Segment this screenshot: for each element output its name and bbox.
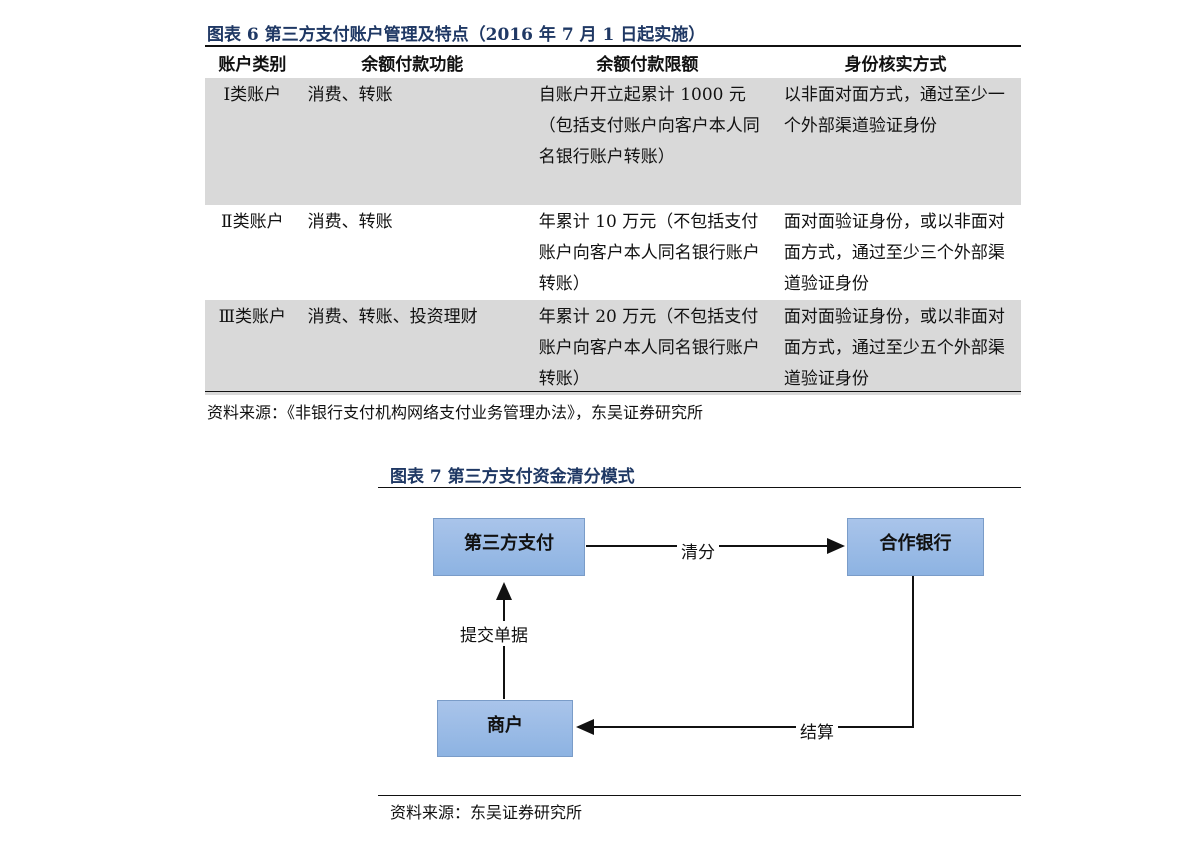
- divider: [205, 391, 1021, 392]
- cell: 消费、转账、投资理财: [299, 300, 525, 395]
- settlement-label: 结算: [796, 718, 838, 743]
- figure6-title: 图表 6 第三方支付账户管理及特点（2016 年 7 月 1 日起实施）: [207, 25, 706, 45]
- divider: [205, 45, 1021, 47]
- cell: 消费、转账: [307, 212, 393, 232]
- node-partner-bank: 合作银行: [847, 518, 984, 576]
- table-row: Ⅱ类账户 消费、转账 年累计 10 万元（不包括支付账户向客户本人同名银行账户转…: [205, 205, 1021, 300]
- cell: 年累计 20 万元（不包括支付账户向客户本人同名银行账户转账）: [524, 300, 770, 395]
- header-cell: 余额付款限额: [596, 55, 699, 75]
- account-table: 账户类别 余额付款功能 余额付款限额 身份核实方式 Ⅰ类账户 消费、转账 自账户…: [205, 47, 1021, 395]
- cell: Ⅰ类账户: [205, 78, 300, 205]
- node-merchant: 商户: [437, 700, 573, 757]
- cell: Ⅲ类账户: [205, 300, 300, 395]
- node-third-party-payment: 第三方支付: [433, 518, 585, 576]
- settlement-arrow: [576, 576, 914, 735]
- cell: 面对面验证身份，或以非面对面方式，通过至少五个外部渠道验证身份: [769, 300, 1021, 395]
- divider: [378, 795, 1021, 796]
- header-cell: 身份核实方式: [844, 55, 947, 75]
- cell: 消费、转账: [299, 78, 525, 205]
- figure7-title: 图表 7 第三方支付资金清分模式: [390, 467, 635, 487]
- divider: [378, 487, 1021, 488]
- cell: 以非面对面方式，通过至少一个外部渠道验证身份: [769, 78, 1021, 205]
- cell: 年累计 10 万元（不包括支付账户向客户本人同名银行账户转账）: [538, 212, 760, 294]
- submit-label: 提交单据: [456, 621, 532, 646]
- table-row: Ⅲ类账户 消费、转账、投资理财 年累计 20 万元（不包括支付账户向客户本人同名…: [205, 300, 1021, 395]
- cell: 面对面验证身份，或以非面对面方式，通过至少三个外部渠道验证身份: [783, 212, 1005, 294]
- table-row: Ⅰ类账户 消费、转账 自账户开立起累计 1000 元（包括支付账户向客户本人同名…: [205, 78, 1021, 205]
- figure6-source: 资料来源：《非银行支付机构网络支付业务管理办法》，东吴证券研究所: [207, 403, 704, 422]
- header-cell: 余额付款功能: [361, 55, 464, 75]
- figure7-source: 资料来源：东吴证券研究所: [390, 803, 583, 822]
- cell: Ⅱ类账户: [221, 212, 284, 232]
- cell: 自账户开立起累计 1000 元（包括支付账户向客户本人同名银行账户转账）: [524, 78, 770, 205]
- header-cell: 账户类别: [218, 55, 287, 75]
- clearing-label: 清分: [677, 538, 719, 563]
